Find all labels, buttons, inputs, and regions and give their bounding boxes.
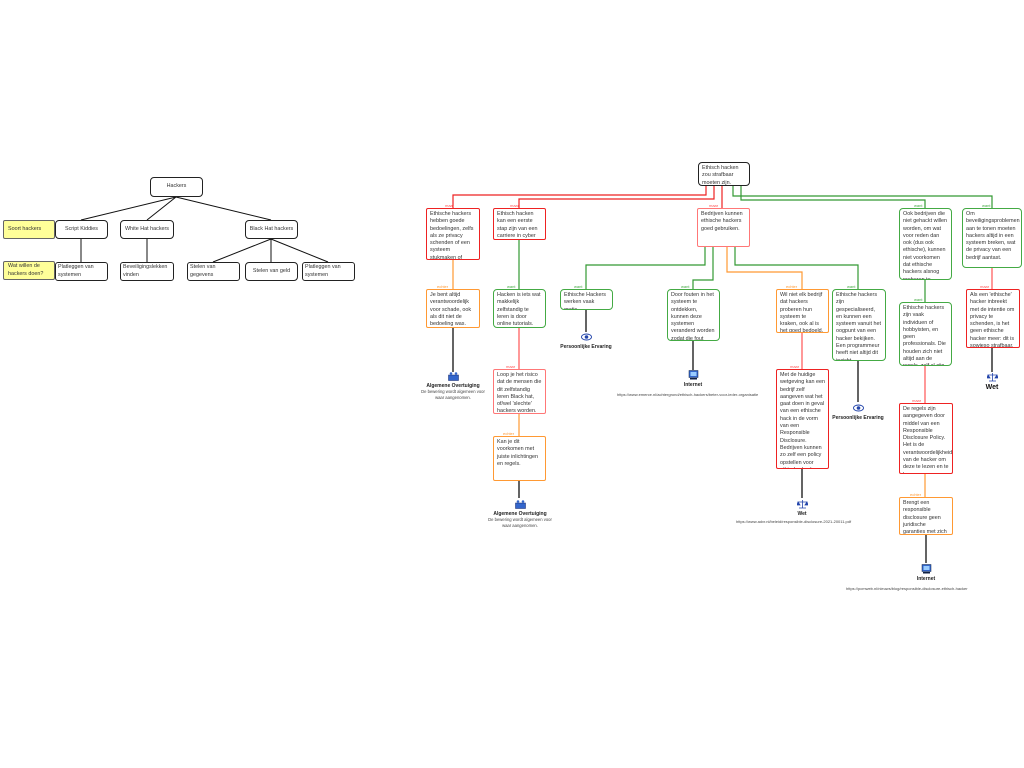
note-soort-hackers[interactable]: Soort hackers xyxy=(3,220,55,239)
node-objection[interactable]: Als een 'ethische' hacker inbreekt met d… xyxy=(966,289,1020,348)
source-title: Wet xyxy=(797,511,807,517)
node-objection[interactable]: De regels zijn aangegeven door middel va… xyxy=(899,403,953,474)
source-title: Persoonlijke Ervaring xyxy=(832,415,884,421)
source-url[interactable]: https://pcmweb.nl/nieuws/blog/responsibl… xyxy=(846,586,968,591)
source-algemene-overtuiging[interactable]: Algemene Overtuiging De bewering wordt a… xyxy=(485,499,555,529)
label-maar: maar xyxy=(912,398,922,403)
label-want: want xyxy=(681,284,690,289)
label-maar: maar xyxy=(510,203,520,208)
scales-icon xyxy=(796,500,808,509)
source-title: Algemene Overtuiging xyxy=(493,511,547,517)
node-reason[interactable]: Ethische Hackers werken vaak gratis. xyxy=(560,289,613,310)
node-rebuttal[interactable]: Brengt een responsible disclosure geen j… xyxy=(899,497,953,535)
node-rebuttal[interactable]: Wil niet elk bedrijf dat hackers probere… xyxy=(776,289,829,333)
source-description: De bewering wordt algemeen voor waar aan… xyxy=(488,517,552,528)
label-echter: echter xyxy=(503,431,515,436)
node-goal[interactable]: Beveiligingslekken vinden xyxy=(120,262,174,281)
node-reason[interactable]: Ethische hackers zijn vaak individuen of… xyxy=(899,302,952,366)
source-title: Persoonlijke Ervaring xyxy=(560,344,612,350)
node-objection[interactable]: Ethisch hacken kan een eerste stap zijn … xyxy=(493,208,546,240)
node-reason[interactable]: Ook bedrijven die niet gehackt willen wo… xyxy=(899,208,952,280)
source-description: De bewering wordt algemeen voor waar aan… xyxy=(421,389,485,400)
node-root-claim[interactable]: Ethisch hacken zou strafbaar moeten zijn… xyxy=(698,162,750,186)
label-maar: maar xyxy=(506,364,516,369)
node-script-kiddies[interactable]: Script Kiddies xyxy=(55,220,108,239)
label-want: want xyxy=(982,203,991,208)
node-rebuttal[interactable]: Je bent altijd verantwoordelijk voor sch… xyxy=(426,289,480,328)
label-echter: echter xyxy=(437,284,449,289)
label-maar: maar xyxy=(980,284,990,289)
node-goal[interactable]: Stelen van geld xyxy=(245,262,298,281)
source-internet[interactable]: Internet xyxy=(658,370,728,388)
people-icon xyxy=(514,500,526,509)
note-wat-willen[interactable]: Wat willen de hackers doen? xyxy=(3,261,55,280)
label-want: want xyxy=(847,284,856,289)
node-reason[interactable]: Hacken is iets wat makkelijk zelfstandig… xyxy=(493,289,546,328)
label-maar: maar xyxy=(445,203,455,208)
label-echter: echter xyxy=(910,492,922,497)
source-url[interactable]: https://www.advr.nl/beleid/responsible-d… xyxy=(736,519,852,524)
computer-icon xyxy=(688,370,698,380)
node-objection[interactable]: Met de huidige wetgeving kan een bedrijf… xyxy=(776,369,829,469)
node-reason[interactable]: Ethische hackers zijn gespecialiseerd, e… xyxy=(832,289,886,361)
node-white-hat[interactable]: White Hat hackers xyxy=(120,220,174,239)
source-title: Algemene Overtuiging xyxy=(426,383,480,389)
source-title: Internet xyxy=(916,576,936,582)
label-want: want xyxy=(507,284,516,289)
node-objection[interactable]: Ethische hackers hebben goede bedoelinge… xyxy=(426,208,480,260)
label-maar: maar xyxy=(709,203,719,208)
people-icon xyxy=(447,372,459,381)
eye-icon xyxy=(852,404,864,412)
label-want: want xyxy=(574,284,583,289)
node-black-hat[interactable]: Black Hat hackers xyxy=(245,220,298,239)
scales-icon xyxy=(986,373,998,382)
eye-icon xyxy=(580,333,592,341)
computer-icon xyxy=(921,564,931,574)
label-want: want xyxy=(914,203,923,208)
node-objection[interactable]: Bedrijven kunnen ethische hackers goed g… xyxy=(697,208,750,247)
source-algemene-overtuiging[interactable]: Algemene Overtuiging De bewering wordt a… xyxy=(418,371,488,401)
source-title: Internet xyxy=(683,382,703,388)
node-goal[interactable]: Platleggen van systemen xyxy=(55,262,108,281)
node-goal[interactable]: Platleggen van systemen xyxy=(302,262,355,281)
label-want: want xyxy=(914,297,923,302)
node-objection[interactable]: Loop je het risico dat de mensen die dit… xyxy=(493,369,546,414)
label-echter: echter xyxy=(786,284,798,289)
source-wet[interactable]: Wet xyxy=(957,372,1024,392)
label-maar: maar xyxy=(790,364,800,369)
source-title: Wet xyxy=(983,384,1001,392)
source-wet[interactable]: Wet xyxy=(767,499,837,517)
node-reason[interactable]: Om beveiligingsproblemen aan te tonen mo… xyxy=(962,208,1022,268)
source-internet[interactable]: Internet xyxy=(891,564,961,582)
source-url[interactable]: https://www.emerce.nl/achtergrond/ethisc… xyxy=(617,392,759,397)
node-reason[interactable]: Door fouten in het systeem te ontdekken,… xyxy=(667,289,720,341)
source-persoonlijke-ervaring[interactable]: Persoonlijke Ervaring xyxy=(551,332,621,350)
node-hackers[interactable]: Hackers xyxy=(150,177,203,197)
source-persoonlijke-ervaring[interactable]: Persoonlijke Ervaring xyxy=(823,403,893,421)
node-rebuttal[interactable]: Kan je dit voorkomen met juiste inlichti… xyxy=(493,436,546,481)
node-goal[interactable]: Stelen van gegevens xyxy=(187,262,240,281)
